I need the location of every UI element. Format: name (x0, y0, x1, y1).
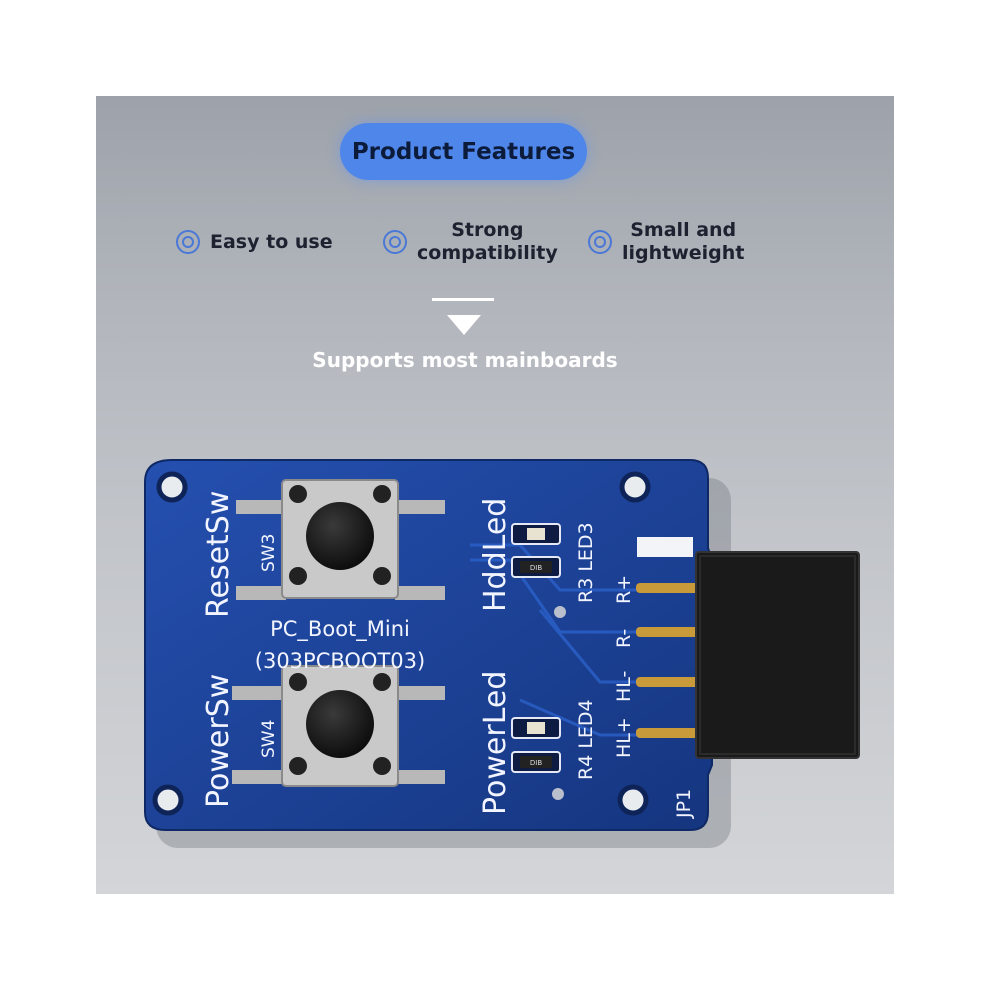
led4-label: R4 LED4 (575, 699, 597, 780)
silk-block (637, 537, 693, 557)
powerled-label: PowerLed (478, 671, 513, 815)
subtitle: Supports most mainboards (312, 348, 618, 372)
pin-label: R- (613, 629, 635, 648)
reset-switch (236, 479, 445, 600)
feature-small: Small and lightweight (588, 219, 744, 265)
feature-label: Small and lightweight (622, 219, 745, 264)
feature-label: Easy to use (210, 230, 333, 253)
power-switch (232, 665, 445, 787)
target-ring-icon (588, 230, 612, 254)
led-part-label: DIB (530, 564, 542, 572)
target-ring-icon (383, 230, 407, 254)
hddled-label: HddLed (478, 498, 513, 612)
target-ring-icon (176, 230, 200, 254)
product-features-badge: Product Features (340, 123, 587, 180)
mount-hole (152, 784, 184, 816)
pin-label: HL+ (613, 717, 635, 758)
pin-label: HL- (613, 671, 635, 702)
mount-hole (619, 471, 651, 503)
reset-label: ResetSw (201, 491, 236, 618)
header-pins (636, 583, 704, 738)
board-part: (303PCBOOT03) (255, 649, 425, 673)
feature-easy: Easy to use (176, 230, 333, 254)
board-name: PC_Boot_Mini (270, 617, 410, 642)
pin-header (695, 551, 860, 759)
mount-hole (156, 471, 188, 503)
led3-label: R3 LED3 (575, 522, 597, 603)
feature-label: Strong compatibility (417, 219, 558, 264)
mount-hole (617, 784, 649, 816)
feature-compat: Strong compatibility (383, 219, 558, 265)
led-components (511, 523, 566, 800)
sw4-label: SW4 (259, 720, 279, 758)
divider-line (432, 298, 494, 301)
pin-label: R+ (613, 575, 635, 604)
badge-title: Product Features (351, 138, 576, 165)
led-part-label: DIB (530, 759, 542, 767)
sw3-label: SW3 (259, 534, 279, 572)
jp1-label: JP1 (673, 789, 695, 819)
power-label: PowerSw (201, 674, 236, 808)
arrow-down-icon (447, 315, 481, 335)
